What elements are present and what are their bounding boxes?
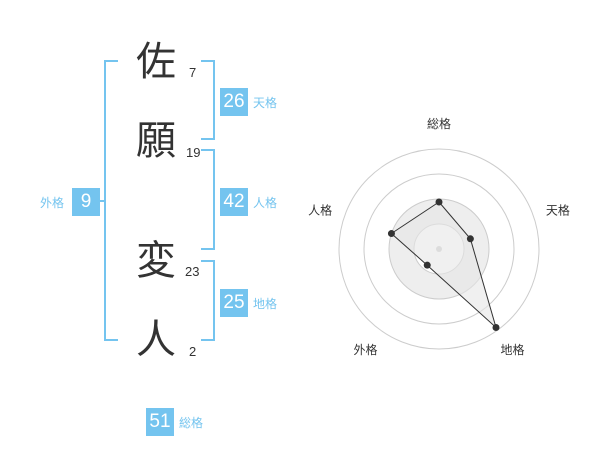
radar-axis-label-4: 外格 [353, 342, 377, 357]
stroke-count-1: 7 [189, 65, 197, 80]
radar-point-1 [435, 198, 443, 206]
radar-series-polygon [390, 201, 497, 330]
soukaku-label: 総格 [179, 416, 204, 430]
tenkaku-bracket [201, 60, 215, 140]
soukaku-value-badge: 51 [146, 408, 174, 436]
stroke-count-2: 19 [186, 145, 201, 160]
chikaku-bracket [201, 260, 215, 341]
radar-point-3 [492, 323, 500, 331]
radar-axis-label-1: 総格 [427, 116, 451, 131]
radar-axis-label-5: 人格 [308, 202, 332, 217]
name-char-4: 人 [136, 317, 176, 363]
chikaku-label: 地格 [253, 297, 278, 311]
gaikaku-bracket-tick [98, 200, 105, 202]
radar-point-4 [423, 261, 431, 269]
stroke-count-4: 2 [189, 344, 197, 359]
radar-axis-label-2: 天格 [546, 202, 570, 217]
stroke-count-3: 23 [185, 264, 200, 279]
tenkaku-label: 天格 [253, 96, 278, 110]
jinkaku-value-badge: 42 [220, 188, 248, 216]
jinkaku-label: 人格 [253, 196, 278, 210]
name-char-1: 佐 [136, 39, 176, 85]
name-char-2: 願 [136, 118, 176, 164]
radar-axis-label-3: 地格 [500, 342, 524, 357]
chikaku-value-badge: 25 [220, 289, 248, 317]
gaikaku-value-badge: 9 [72, 188, 100, 216]
gaikaku-bracket [104, 60, 118, 341]
jinkaku-bracket [201, 149, 215, 250]
radar-point-2 [466, 235, 474, 243]
gaikaku-label: 外格 [40, 196, 65, 210]
radar-point-5 [387, 230, 395, 238]
name-char-3: 変 [136, 238, 176, 284]
tenkaku-value-badge: 26 [220, 88, 248, 116]
